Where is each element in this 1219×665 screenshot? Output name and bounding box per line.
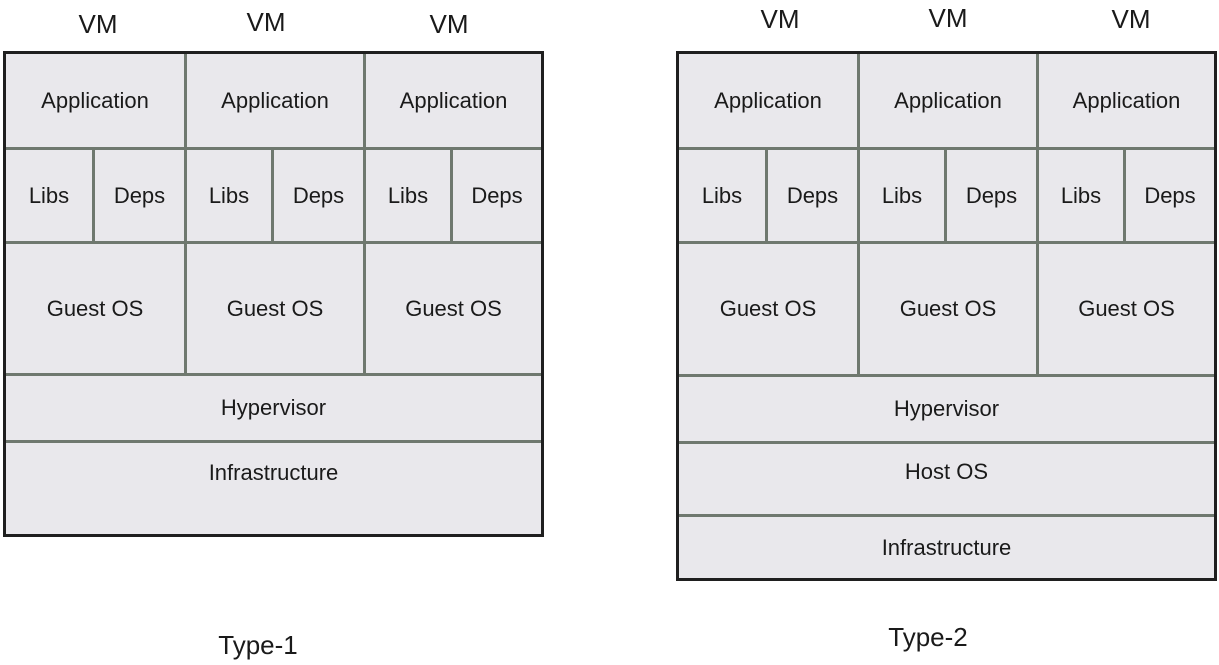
type1-vm1-libs: Libs [28, 182, 70, 208]
type2-vm1-libs: Libs [701, 182, 743, 208]
type1-vm1-deps: Deps [113, 182, 166, 208]
type2-host-os: Host OS [904, 459, 989, 484]
type2-vm1-guest-os: Guest OS [719, 296, 817, 321]
type2-hypervisor: Hypervisor [893, 396, 1000, 421]
type1-caption: Type-1 [218, 630, 298, 660]
type1-vm-label-1: VM [78, 9, 118, 39]
type2-vm3-libs: Libs [1060, 182, 1102, 208]
type2-vm2-application: Application [894, 87, 1002, 113]
type1-hypervisor: Hypervisor [220, 395, 327, 420]
type1-vm1-application: Application [41, 87, 149, 113]
type1-vm2-libs: Libs [208, 182, 250, 208]
type2-stack: Application Application Application Libs… [676, 51, 1217, 581]
type2-vm3-guest-os: Guest OS [1078, 296, 1175, 321]
type2-vm2-deps: Deps [965, 182, 1018, 208]
type1-vm2-guest-os: Guest OS [226, 295, 324, 321]
type1-vm3-libs: Libs [387, 182, 429, 208]
type2-vm1-application: Application [714, 87, 822, 113]
type2-vm-label-2: VM [928, 3, 968, 33]
type1-vm3-deps: Deps [471, 182, 523, 208]
type2-vm-label-3: VM [1111, 4, 1151, 34]
type2-vm-label-1: VM [760, 4, 800, 34]
type2-vm3-deps: Deps [1144, 182, 1196, 208]
type2-vm2-guest-os: Guest OS [899, 296, 997, 321]
type2-vm3-application: Application [1072, 87, 1181, 113]
type2-infrastructure: Infrastructure [881, 534, 1012, 560]
type1-vm2-deps: Deps [292, 182, 345, 208]
type2-vm1-deps: Deps [786, 182, 839, 208]
type1-vm-label-3: VM [429, 9, 469, 39]
type1-vm2-application: Application [221, 87, 329, 113]
type1-stack: Application Application Application Libs… [3, 51, 544, 537]
type1-vm-label-2: VM [246, 7, 286, 37]
type2-caption: Type-2 [888, 622, 968, 652]
type1-infrastructure: Infrastructure [208, 460, 339, 485]
type1-vm1-guest-os: Guest OS [46, 295, 144, 321]
type1-vm3-guest-os: Guest OS [405, 295, 502, 321]
type2-vm2-libs: Libs [881, 182, 923, 208]
type1-vm3-application: Application [399, 87, 508, 113]
